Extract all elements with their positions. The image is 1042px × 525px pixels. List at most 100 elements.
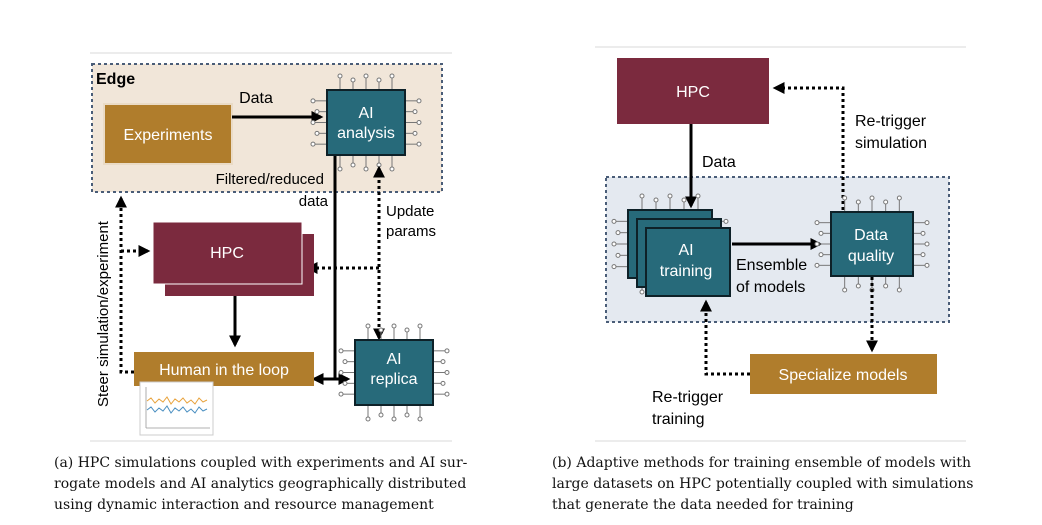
update-label-1: Update bbox=[386, 203, 434, 220]
ai-replica-label-1: AI bbox=[386, 351, 401, 368]
chip-pin-end bbox=[314, 130, 320, 136]
chip-pin-end bbox=[444, 348, 450, 354]
chip-pin-end bbox=[842, 195, 848, 201]
specialize-label: Specialize models bbox=[779, 367, 908, 384]
chip-pin-end bbox=[444, 391, 450, 397]
chip-pin-end bbox=[376, 162, 382, 168]
chip-pin-end bbox=[440, 359, 446, 365]
ai-analysis-label-1: AI bbox=[358, 105, 373, 122]
update-label-2: params bbox=[386, 223, 436, 240]
chip-pin-end bbox=[365, 416, 371, 422]
chip-pin-end bbox=[412, 109, 418, 115]
chip-pin-end bbox=[376, 77, 382, 83]
experiments-box bbox=[103, 103, 233, 165]
caption-a-line: (a) HPC simulations coupled with experim… bbox=[54, 455, 468, 471]
chip-pin-end bbox=[653, 197, 659, 203]
chip-pin-end bbox=[342, 380, 348, 386]
specialize-box bbox=[750, 354, 937, 394]
chip-pin-end bbox=[611, 241, 617, 247]
chip-pin-end bbox=[391, 416, 397, 422]
human-box bbox=[134, 352, 314, 386]
chip-pin-end bbox=[818, 230, 824, 236]
chip-pin-end bbox=[416, 141, 422, 147]
chip-pin-end bbox=[667, 193, 673, 199]
caption-b-line: (b) Adaptive methods for training ensemb… bbox=[552, 455, 971, 471]
chip-pin-end bbox=[404, 327, 410, 333]
chip-pin-end bbox=[365, 323, 371, 329]
panel-b: HPC Data Re-trigger simulation AI traini… bbox=[595, 46, 966, 442]
data-label-a: Data bbox=[239, 90, 273, 107]
retrigger-sim-label-2: simulation bbox=[855, 135, 927, 152]
filtered-label-1: Filtered/reduced bbox=[216, 171, 324, 188]
chip-pin-end bbox=[310, 98, 316, 104]
experiments-label: Experiments bbox=[124, 127, 213, 144]
data-quality-chip bbox=[814, 195, 930, 293]
ai-replica-chip bbox=[338, 323, 450, 422]
filtered-label-2: data bbox=[299, 193, 329, 210]
chip-pin-end bbox=[920, 252, 926, 258]
chip-pin-end bbox=[896, 287, 902, 293]
chip-pin-end bbox=[417, 416, 423, 422]
chip-pin-end bbox=[814, 262, 820, 268]
retrigger-sim-label-1: Re-trigger bbox=[855, 113, 927, 130]
hpc-box-b bbox=[617, 58, 769, 124]
retrigger-sim-arrow bbox=[772, 82, 845, 210]
chip-pin-end bbox=[883, 199, 889, 205]
data-quality-label-2: quality bbox=[848, 248, 894, 265]
chip-pin-end bbox=[338, 391, 344, 397]
chip-pin-end bbox=[883, 283, 889, 289]
chip-pin-end bbox=[920, 230, 926, 236]
ensemble-label-2: of models bbox=[736, 279, 805, 296]
chip-pin-end bbox=[440, 380, 446, 386]
chip-pin-end bbox=[639, 289, 645, 295]
chip-pin-end bbox=[924, 241, 930, 247]
caption-b-line: that generate the data needed for traini… bbox=[552, 497, 854, 513]
ai-training-chip bbox=[645, 227, 731, 297]
ai-replica-label-2: replica bbox=[370, 371, 417, 388]
chip-pin-end bbox=[611, 218, 617, 224]
ai-analysis-label-2: analysis bbox=[337, 125, 395, 142]
chip-pin-end bbox=[416, 120, 422, 125]
retrigger-train-arrow bbox=[700, 299, 750, 376]
chip-pin-end bbox=[818, 252, 824, 258]
chip-pin-end bbox=[842, 287, 848, 293]
ai-training-label-1: AI bbox=[678, 242, 693, 259]
chip-body bbox=[645, 227, 731, 297]
chip-pin-end bbox=[695, 193, 701, 199]
chip-pin-end bbox=[869, 195, 875, 201]
panel-a: Edge Experiments Data AI analysis Filter… bbox=[90, 52, 452, 442]
chip-pin-end bbox=[337, 166, 343, 172]
chip-pin-end bbox=[681, 197, 687, 203]
chip-pin-end bbox=[417, 323, 423, 329]
chip-body bbox=[830, 211, 914, 277]
chip-pin-end bbox=[723, 218, 729, 224]
chip-pin-end bbox=[412, 130, 418, 136]
hpc-label-a: HPC bbox=[210, 245, 244, 262]
chip-pin-end bbox=[310, 141, 316, 147]
edge-label: Edge bbox=[96, 71, 135, 88]
chip-pin-end bbox=[924, 220, 930, 226]
chip-pin-end bbox=[639, 193, 645, 199]
chip-pin-end bbox=[314, 109, 320, 115]
retrigger-train-label-1: Re-trigger bbox=[652, 389, 724, 406]
chip-pin-end bbox=[350, 77, 356, 83]
chip-pin-end bbox=[615, 230, 621, 236]
chip-pin-end bbox=[611, 264, 617, 270]
human-label: Human in the loop bbox=[159, 362, 289, 379]
chip-pin-end bbox=[363, 166, 369, 172]
chip-pin-end bbox=[444, 370, 450, 375]
hpc-label-b: HPC bbox=[676, 84, 710, 101]
caption-b: (b) Adaptive methods for training ensemb… bbox=[552, 453, 992, 516]
chip-pin-end bbox=[924, 262, 930, 268]
data-quality-label-1: Data bbox=[854, 227, 888, 244]
chip-pin-end bbox=[378, 327, 384, 333]
chip-pin-end bbox=[391, 323, 397, 329]
caption-a: (a) HPC simulations coupled with experim… bbox=[54, 453, 504, 516]
retrigger-train-label-2: training bbox=[652, 411, 704, 428]
ai-training-label-2: training bbox=[660, 263, 712, 280]
data-label-b: Data bbox=[702, 154, 736, 171]
chip-pin-end bbox=[378, 412, 384, 418]
chip-pin-end bbox=[896, 195, 902, 201]
chip-body bbox=[326, 89, 406, 156]
